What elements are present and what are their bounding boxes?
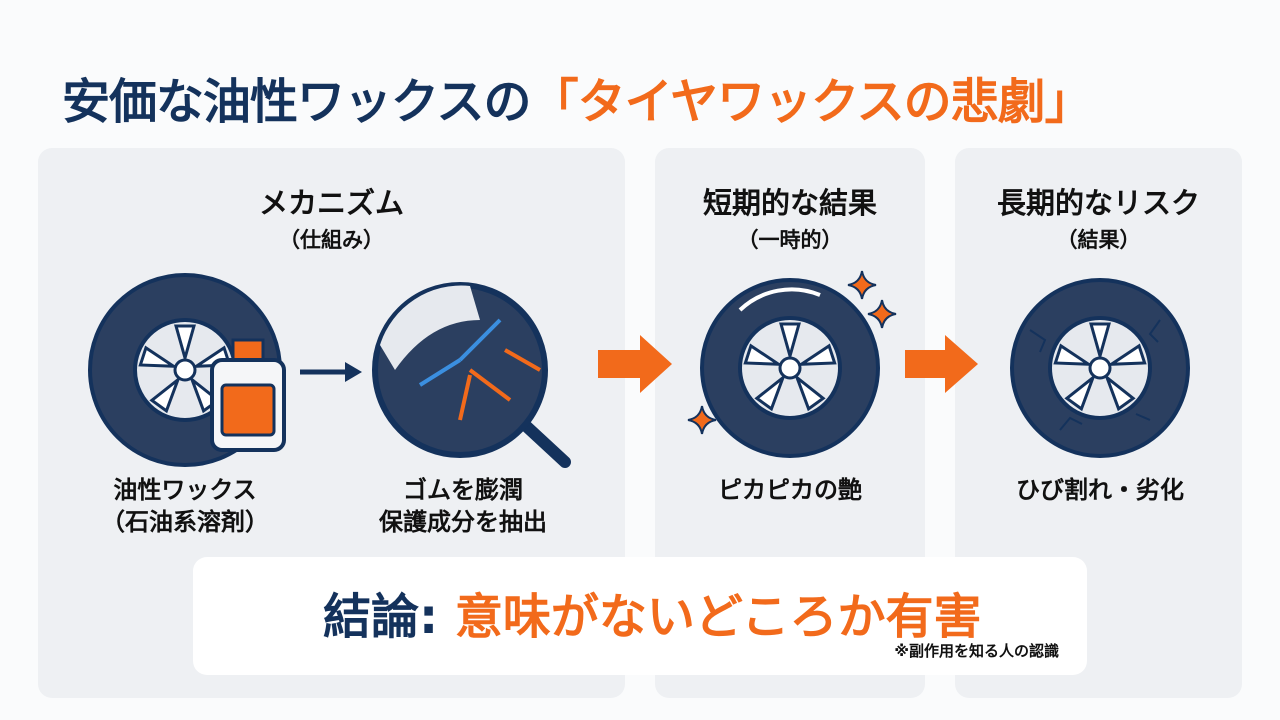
panel-heading: メカニズム <box>258 186 404 220</box>
label-line: ピカピカの艶 <box>718 476 862 504</box>
arrow-right-icon <box>300 362 362 382</box>
page-title: 安価な油性ワックスの「タイヤワックスの悲劇」 <box>62 62 1093 132</box>
panel-heading: 長期的なリスク <box>996 186 1200 220</box>
title-highlight: 「タイヤワックスの悲劇」 <box>530 74 1093 130</box>
conclusion-text: 結論: 意味がないどころか有害 <box>323 577 981 647</box>
label-rubber-swelling: ゴムを膨潤保護成分を抽出 <box>379 474 547 538</box>
title-prefix: 安価な油性ワックスの <box>62 74 532 130</box>
arrow-right-icon <box>905 335 978 393</box>
panel-subheading: （一時的） <box>737 228 843 252</box>
conclusion-box: 結論: 意味がないどころか有害 ※副作用を知る人の認識 <box>193 557 1087 675</box>
cracked-tire-icon <box>1010 278 1190 458</box>
arrow-right-icon <box>598 335 672 393</box>
shiny-tire-icon <box>700 278 880 458</box>
conclusion-value: 意味がないどころか有害 <box>454 589 982 645</box>
label-shine: ピカピカの艶 <box>718 474 862 506</box>
conclusion-note: ※副作用を知る人の認識 <box>894 642 1059 660</box>
label-line: ゴムを膨潤 <box>403 476 523 504</box>
label-line: 油性ワックス <box>113 476 257 504</box>
panel-subheading: （結果） <box>1056 228 1141 252</box>
label-cracking: ひび割れ・劣化 <box>1016 474 1184 506</box>
label-line: ひび割れ・劣化 <box>1016 476 1184 504</box>
panel-heading: 短期的な結果 <box>702 186 877 220</box>
label-line: （石油系溶剤） <box>101 508 269 536</box>
wax-bottle-icon <box>210 338 286 452</box>
magnifier-icon <box>372 282 571 468</box>
conclusion-key: 結論: <box>323 589 439 645</box>
label-line: 保護成分を抽出 <box>379 508 547 536</box>
panel-subheading: （仕組み） <box>279 228 384 252</box>
label-oil-wax: 油性ワックス （石油系溶剤） <box>101 474 269 538</box>
